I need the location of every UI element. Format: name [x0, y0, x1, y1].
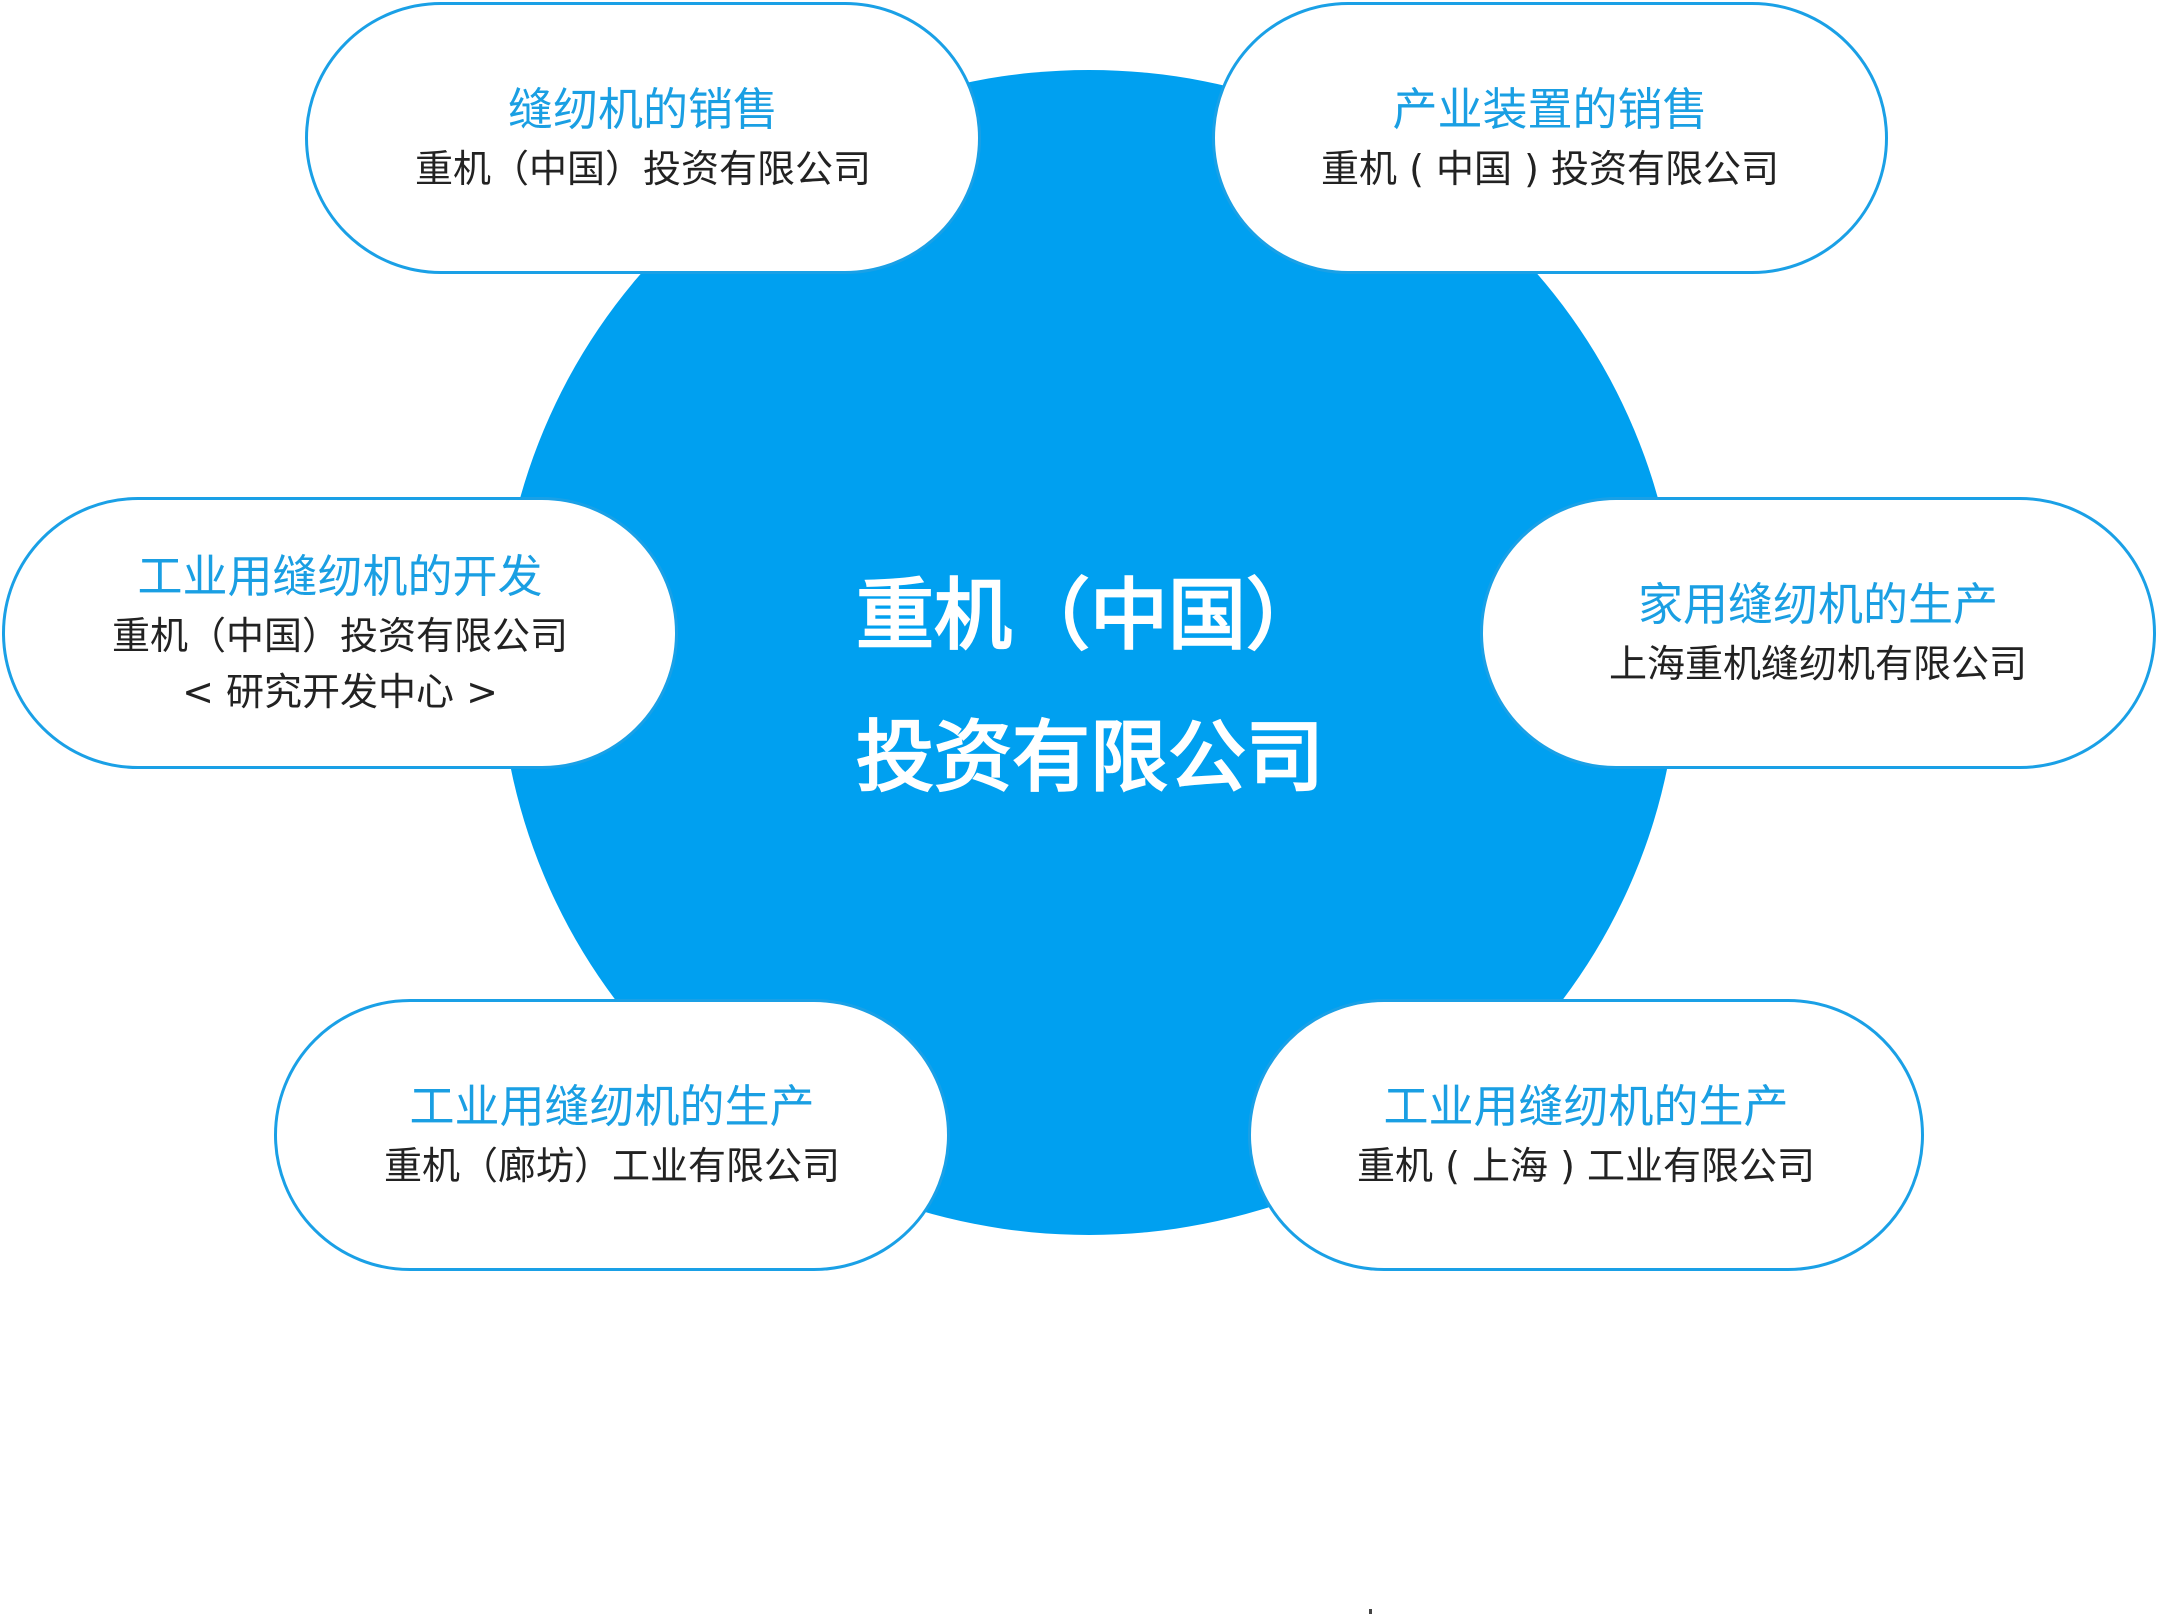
node-subtitle: 重机（廊坊）工业有限公司	[383, 1144, 840, 1188]
node-industrial-equipment-sales: 产业装置的销售 重机 ( 中国 ) 投资有限公司	[1212, 2, 1888, 274]
hub-line-1: 重机（中国）	[855, 571, 1324, 661]
node-note: < 研究开发中心 >	[182, 670, 498, 714]
node-title: 家用缝纫机的生产	[1637, 578, 1998, 631]
node-subtitle: 重机 ( 上海 ) 工业有限公司	[1357, 1144, 1815, 1188]
node-subtitle: 上海重机缝纫机有限公司	[1608, 642, 2027, 686]
node-subtitle: 重机（中国）投资有限公司	[111, 614, 568, 658]
node-industrial-sewing-production-langfang: 工业用缝纫机的生产 重机（廊坊）工业有限公司	[274, 999, 950, 1271]
node-subtitle: 重机（中国）投资有限公司	[414, 147, 871, 191]
central-hub-label: 重机（中国） 投资有限公司	[690, 545, 1490, 829]
node-household-sewing-production: 家用缝纫机的生产 上海重机缝纫机有限公司	[1480, 497, 2156, 769]
node-title: 工业用缝纫机的生产	[1383, 1080, 1789, 1133]
hub-line-2: 投资有限公司	[855, 713, 1324, 803]
node-industrial-sewing-development: 工业用缝纫机的开发 重机（中国）投资有限公司 < 研究开发中心 >	[2, 497, 678, 769]
node-title: 产业装置的销售	[1392, 83, 1708, 136]
stray-mark	[1369, 1609, 1372, 1614]
node-industrial-sewing-production-shanghai: 工业用缝纫机的生产 重机 ( 上海 ) 工业有限公司	[1248, 999, 1924, 1271]
node-title: 缝纫机的销售	[507, 83, 778, 136]
node-title: 工业用缝纫机的开发	[137, 550, 543, 603]
node-title: 工业用缝纫机的生产	[409, 1080, 815, 1133]
node-subtitle: 重机 ( 中国 ) 投资有限公司	[1321, 147, 1779, 191]
node-sewing-machine-sales: 缝纫机的销售 重机（中国）投资有限公司	[305, 2, 981, 274]
